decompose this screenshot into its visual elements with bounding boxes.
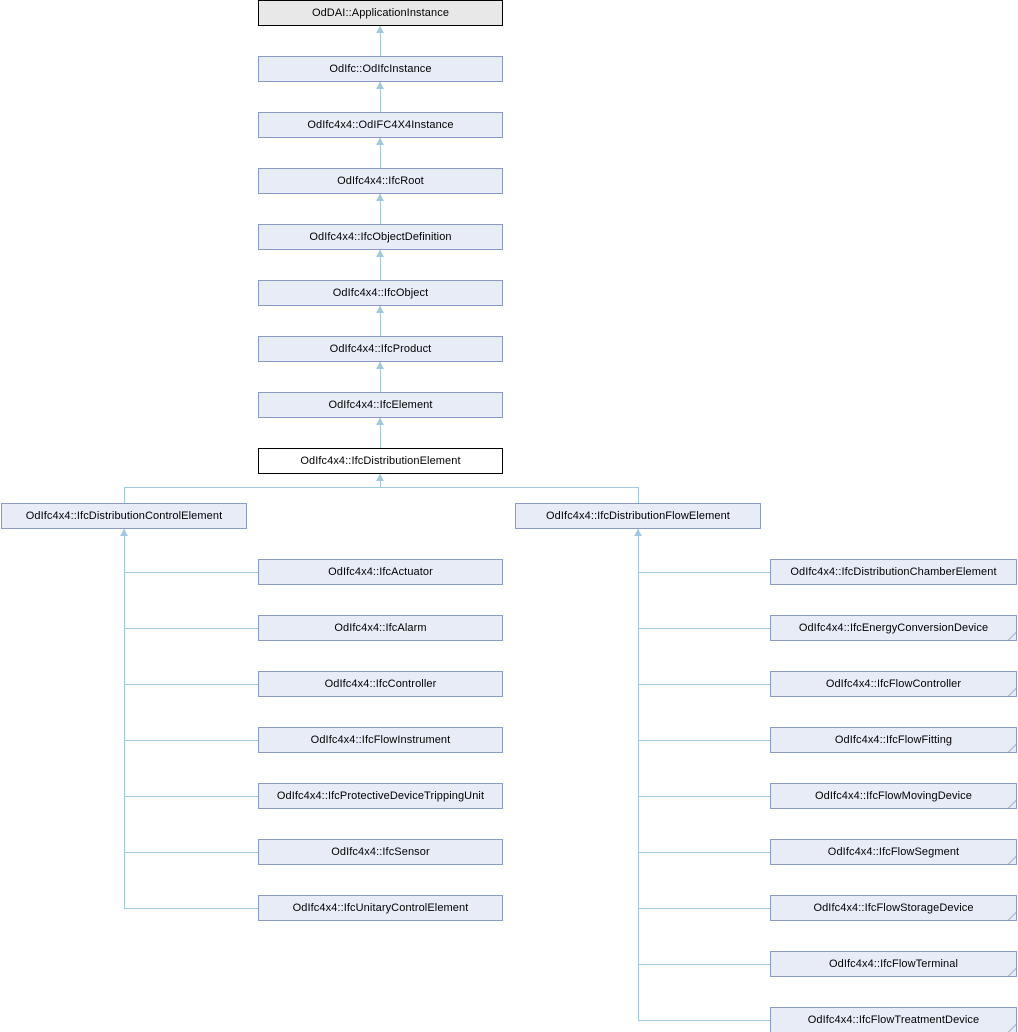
class-name-label: OdIfc4x4::IfcController: [324, 678, 437, 690]
chain-arrow-icon-6: [376, 362, 384, 369]
split-arrow-icon: [376, 474, 384, 481]
chain-arrow-icon-2: [376, 138, 384, 145]
class-name-label: OdIfc4x4::IfcUnitaryControlElement: [292, 902, 469, 914]
chain-arrow-icon-4: [376, 250, 384, 257]
flow-child-edge-2: [638, 684, 770, 685]
chain-arrow-icon-0: [376, 26, 384, 33]
chain-edge-7: [380, 418, 381, 448]
class-name-label: OdIfc4x4::IfcProduct: [329, 343, 432, 355]
chain-arrow-icon-7: [376, 418, 384, 425]
chain-edge-4: [380, 250, 381, 280]
class-name-label: OdIfc4x4::IfcDistributionFlowElement: [546, 510, 730, 522]
class-node-od-ifc-instance[interactable]: OdIfc::OdIfcInstance: [258, 56, 503, 82]
class-name-label: OdIfc4x4::IfcEnergyConversionDevice: [798, 622, 989, 634]
chain-edge-3: [380, 194, 381, 224]
class-node-ifc-object[interactable]: OdIfc4x4::IfcObject: [258, 280, 503, 306]
class-node-ifc-protective-device-tripping-unit[interactable]: OdIfc4x4::IfcProtectiveDeviceTrippingUni…: [258, 783, 503, 809]
split-left-drop-edge: [124, 487, 125, 503]
class-node-ifc-distribution-flow-element[interactable]: OdIfc4x4::IfcDistributionFlowElement: [515, 503, 761, 529]
control-child-edge-1: [124, 628, 258, 629]
class-name-label: OdIfc4x4::IfcRoot: [337, 175, 424, 187]
chain-edge-6: [380, 362, 381, 392]
class-node-od-ifc4-x4-instance[interactable]: OdIfc4x4::OdIFC4X4Instance: [258, 112, 503, 138]
class-name-label: OdIfc4x4::IfcFlowStorageDevice: [813, 902, 974, 914]
chain-arrow-icon-5: [376, 306, 384, 313]
class-node-ifc-root[interactable]: OdIfc4x4::IfcRoot: [258, 168, 503, 194]
class-name-label: OdIfc4x4::IfcFlowTreatmentDevice: [807, 1014, 980, 1026]
class-node-ifc-energy-conversion-device[interactable]: OdIfc4x4::IfcEnergyConversionDevice: [770, 615, 1017, 641]
control-child-edge-6: [124, 908, 258, 909]
class-node-ifc-flow-terminal[interactable]: OdIfc4x4::IfcFlowTerminal: [770, 951, 1017, 977]
chain-arrow-icon-1: [376, 82, 384, 89]
class-name-label: OdIfc4x4::IfcDistributionControlElement: [25, 510, 223, 522]
flow-child-edge-6: [638, 908, 770, 909]
class-node-ifc-flow-moving-device[interactable]: OdIfc4x4::IfcFlowMovingDevice: [770, 783, 1017, 809]
class-name-label: OdIfc4x4::IfcAlarm: [334, 622, 427, 634]
flow-child-edge-7: [638, 964, 770, 965]
class-name-label: OdDAI::ApplicationInstance: [311, 7, 450, 19]
flow-child-edge-0: [638, 572, 770, 573]
class-name-label: OdIfc4x4::IfcFlowMovingDevice: [815, 790, 972, 802]
class-node-ifc-controller[interactable]: OdIfc4x4::IfcController: [258, 671, 503, 697]
chain-arrow-icon-3: [376, 194, 384, 201]
class-name-label: OdIfc4x4::IfcObject: [332, 287, 429, 299]
class-name-label: OdIfc4x4::IfcObjectDefinition: [309, 231, 452, 243]
control-child-edge-3: [124, 740, 258, 741]
flow-child-edge-4: [638, 796, 770, 797]
class-node-ifc-flow-fitting[interactable]: OdIfc4x4::IfcFlowFitting: [770, 727, 1017, 753]
class-name-label: OdIfc4x4::OdIFC4X4Instance: [307, 119, 454, 131]
class-node-ifc-distribution-control-element[interactable]: OdIfc4x4::IfcDistributionControlElement: [1, 503, 247, 529]
chain-edge-2: [380, 138, 381, 168]
class-name-label: OdIfc4x4::IfcDistributionElement: [300, 455, 461, 467]
class-name-label: OdIfc4x4::IfcActuator: [328, 566, 433, 578]
split-bar-edge: [124, 487, 638, 488]
class-node-ifc-flow-treatment-device[interactable]: OdIfc4x4::IfcFlowTreatmentDevice: [770, 1007, 1017, 1032]
flow-child-edge-8: [638, 1020, 770, 1021]
class-node-ifc-element[interactable]: OdIfc4x4::IfcElement: [258, 392, 503, 418]
class-name-label: OdIfc4x4::IfcFlowInstrument: [310, 734, 451, 746]
flow-child-edge-5: [638, 852, 770, 853]
class-name-label: OdIfc4x4::IfcProtectiveDeviceTrippingUni…: [276, 790, 485, 802]
flow-trunk-edge: [638, 529, 639, 1020]
class-node-ifc-distribution-chamber-element[interactable]: OdIfc4x4::IfcDistributionChamberElement: [770, 559, 1017, 585]
class-name-label: OdIfc4x4::IfcElement: [328, 399, 433, 411]
chain-edge-5: [380, 306, 381, 336]
flow-child-edge-1: [638, 628, 770, 629]
class-node-ifc-flow-storage-device[interactable]: OdIfc4x4::IfcFlowStorageDevice: [770, 895, 1017, 921]
class-name-label: OdIfc4x4::IfcDistributionChamberElement: [790, 566, 997, 578]
class-node-ifc-alarm[interactable]: OdIfc4x4::IfcAlarm: [258, 615, 503, 641]
flow-child-edge-3: [638, 740, 770, 741]
control-child-edge-4: [124, 796, 258, 797]
class-node-ifc-flow-instrument[interactable]: OdIfc4x4::IfcFlowInstrument: [258, 727, 503, 753]
chain-edge-1: [380, 82, 381, 112]
class-name-label: OdIfc4x4::IfcFlowSegment: [827, 846, 960, 858]
class-node-ifc-flow-segment[interactable]: OdIfc4x4::IfcFlowSegment: [770, 839, 1017, 865]
control-trunk-edge: [124, 529, 125, 908]
control-child-edge-2: [124, 684, 258, 685]
flow-branch-arrow-icon: [634, 529, 642, 536]
class-name-label: OdIfc4x4::IfcFlowTerminal: [828, 958, 959, 970]
class-node-ifc-actuator[interactable]: OdIfc4x4::IfcActuator: [258, 559, 503, 585]
chain-edge-0: [380, 26, 381, 56]
class-name-label: OdIfc::OdIfcInstance: [329, 63, 432, 75]
class-node-ifc-sensor[interactable]: OdIfc4x4::IfcSensor: [258, 839, 503, 865]
class-name-label: OdIfc4x4::IfcFlowFitting: [834, 734, 953, 746]
split-right-drop-edge: [638, 487, 639, 503]
class-node-ifc-flow-controller[interactable]: OdIfc4x4::IfcFlowController: [770, 671, 1017, 697]
class-name-label: OdIfc4x4::IfcFlowController: [825, 678, 962, 690]
control-child-edge-0: [124, 572, 258, 573]
class-node-ifc-unitary-control-element[interactable]: OdIfc4x4::IfcUnitaryControlElement: [258, 895, 503, 921]
class-node-ifc-object-definition[interactable]: OdIfc4x4::IfcObjectDefinition: [258, 224, 503, 250]
control-branch-arrow-icon: [120, 529, 128, 536]
control-child-edge-5: [124, 852, 258, 853]
class-node-ifc-distribution-element[interactable]: OdIfc4x4::IfcDistributionElement: [258, 448, 503, 474]
class-name-label: OdIfc4x4::IfcSensor: [331, 846, 430, 858]
class-node-application-instance[interactable]: OdDAI::ApplicationInstance: [258, 0, 503, 26]
class-node-ifc-product[interactable]: OdIfc4x4::IfcProduct: [258, 336, 503, 362]
